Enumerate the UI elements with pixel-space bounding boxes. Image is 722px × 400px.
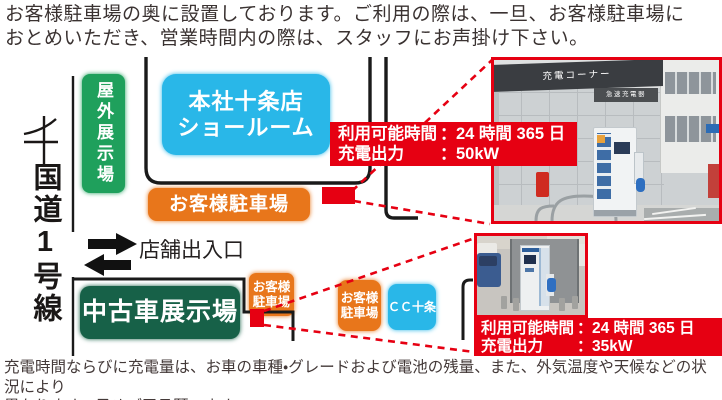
parking-label-line1: お客様 [340,290,379,305]
bollard [572,296,578,309]
footer-disclaimer-line1: 充電時間ならびに充電量は、お車の車種・グレードおよび電池の残量、また、外気温度や… [4,359,707,396]
outdoor-display-area-box: 屋外展示場 [82,74,125,193]
colon: ： [440,144,457,163]
hours-label: 利用可能時間 [481,319,575,337]
charger-sticker [597,135,605,143]
photo-blue-awning [706,124,719,133]
customer-parking-box: お客様駐車場 [148,188,310,221]
showroom-box: 本社十条店 ショールーム [162,74,330,155]
charger-screen [524,255,536,264]
header-note-line2: おとめいただき、営業時間内の際は、スタッフにお声掛け下さい。 [5,28,589,49]
bollard [501,296,507,309]
charger-photo-50kw: 充電コーナー 急速充電器 [491,57,722,224]
cc-jujo-box: ＣＣ十条 [388,284,436,330]
quick-charger-sign: 急速充電器 [594,88,658,102]
charger-connector [636,178,645,192]
hours-label: 利用可能時間 [338,124,437,143]
bollard [559,298,565,311]
colon: ： [577,319,593,337]
output-value: 50kW [456,144,500,163]
availability-box-35kw: 利用可能時間 ： 24 時間 365 日 充電出力 ： 35kW [474,318,722,356]
charger-connector [547,278,556,292]
arrow-right-icon [88,233,137,255]
car-window [479,256,497,266]
header-note-line1: お客様駐車場の奥に設置しております。ご利用の際は、一旦、お客様駐車場に [5,4,685,25]
colon: ： [577,337,593,355]
parking-label-line1: お客様 [252,279,291,294]
parking-label-line2: 駐車場 [340,305,379,320]
charger-location-marker-35kw [250,309,264,327]
customer-parking-small-box-2: お客様 駐車場 [338,280,381,331]
charger-screen [614,142,630,154]
charger-panel-column [597,133,611,199]
bollard [513,298,519,311]
charger-photo-35kw [474,233,588,318]
showroom-name-line1: 本社十条店 [188,88,304,114]
charger-buttons [525,268,534,272]
footer-disclaimer: 充電時間ならびに充電量は、お車の車種・グレードおよび電池の残量、また、外気温度や… [4,358,720,400]
parked-car-blue [477,253,501,287]
photo-vending-machine [708,164,719,198]
store-entrance-label: 店舗出入口 [139,239,244,262]
output-label: 充電出力 [338,144,404,163]
charger-location-marker-50kw [322,187,355,204]
charger-header-label [522,248,546,252]
parking-label-line2: 駐車場 [252,294,291,309]
callout-line-top-b [353,199,491,226]
arrow-left-icon [84,254,131,276]
fire-extinguisher-box [536,172,549,197]
showroom-name-line2: ショールーム [177,114,315,140]
quick-charger-unit [593,127,637,217]
availability-box-50kw: 利用可能時間 ： 24 時間 365 日 充電出力 ： 50kW [330,122,577,166]
charger-side-column [539,248,549,306]
hours-value: 24 時間 365 日 [456,124,566,143]
output-value: 35kW [592,337,633,355]
header-note: お客様駐車場の奥に設置しております。ご利用の際は、一旦、お客様駐車場に おとめい… [5,3,717,51]
used-car-display-box: 中古車展示場 [80,286,240,339]
hours-value: 24 時間 365 日 [592,319,695,337]
output-label: 充電出力 [481,337,544,355]
route1-label: 国道1号線 [29,162,61,325]
building-windows-row1 [665,72,716,94]
intersection-symbol [23,116,58,164]
footer-disclaimer-line2: 異なります。予めご了承願います。 [4,397,720,400]
photo-building [660,60,719,173]
charger-unit-35kw [520,245,550,311]
colon: ： [440,124,457,143]
charger-base [594,210,636,216]
entrance-arrows [84,233,137,276]
road-near-cc [461,278,473,340]
parked-car-white [477,243,497,255]
